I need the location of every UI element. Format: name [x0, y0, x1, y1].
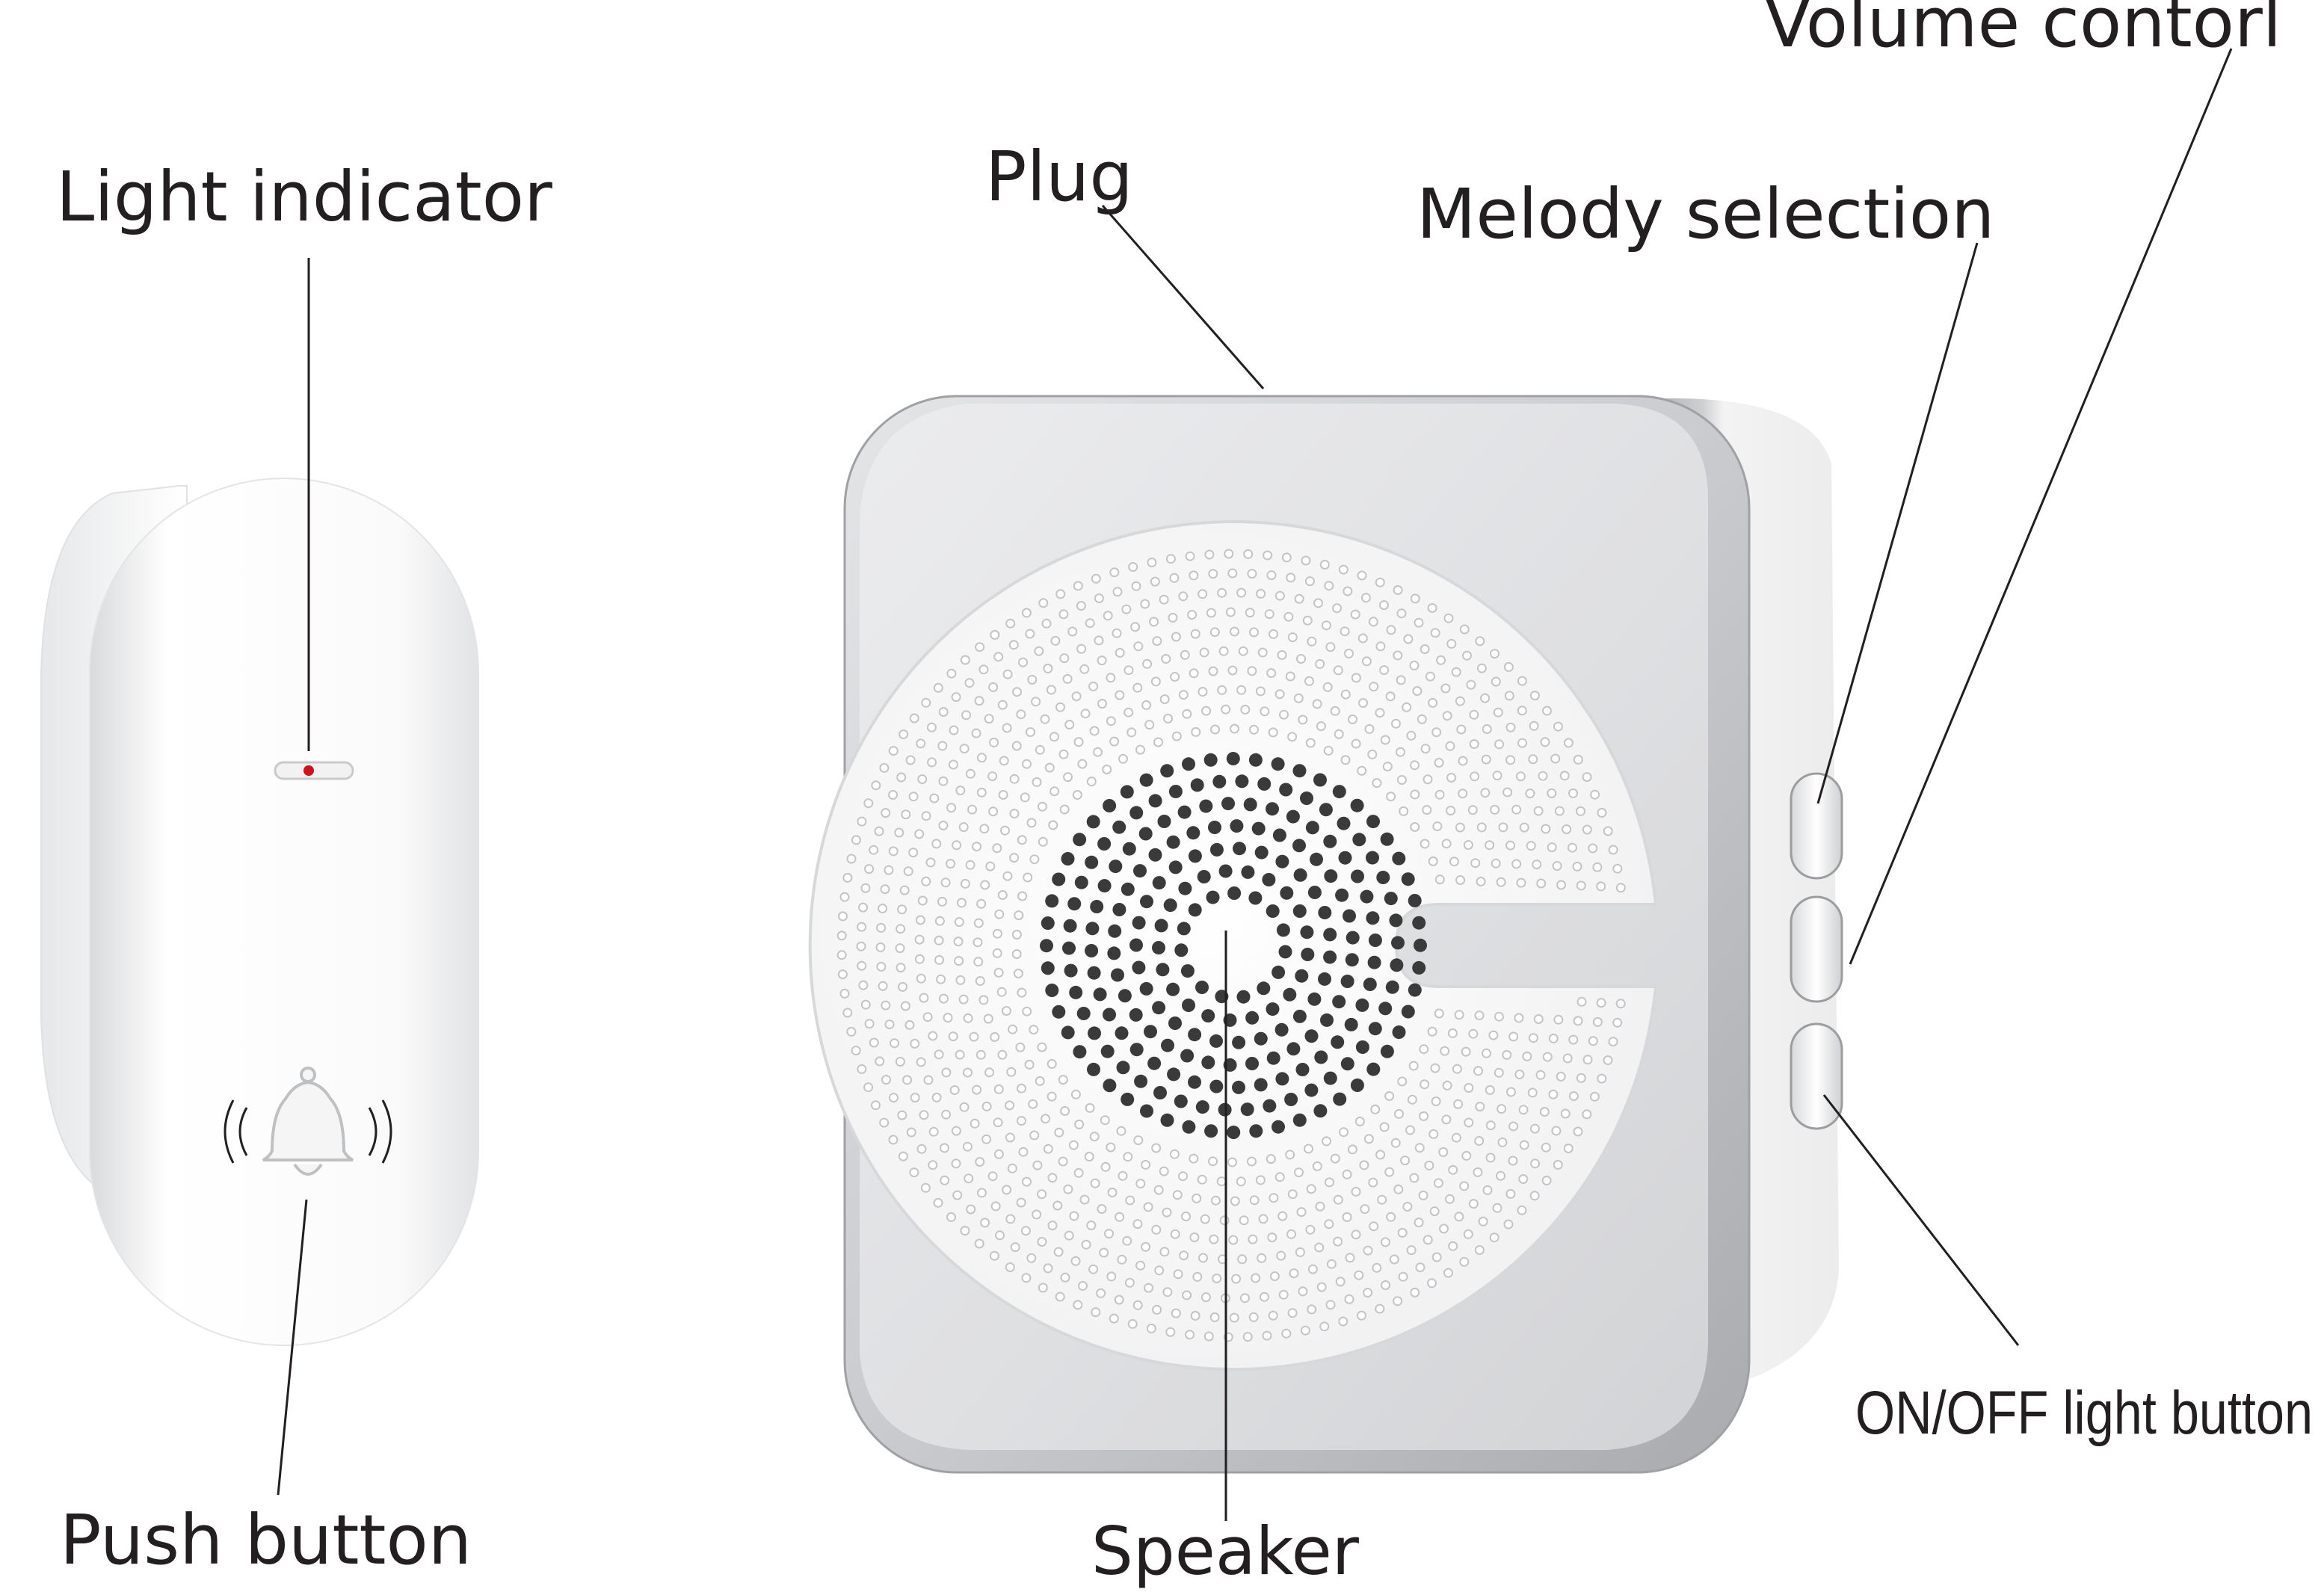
side-button-group — [1790, 772, 1843, 1130]
bell-icon — [224, 1067, 392, 1176]
label-light-indicator: Light indicator — [56, 157, 552, 237]
transmitter-body — [89, 478, 479, 1346]
on-off-light-button[interactable] — [1790, 1022, 1843, 1130]
leader-melody-selection — [1816, 242, 1979, 804]
speaker-grill — [808, 520, 1658, 1371]
callout-labels: Light indicator Push button Plug Melody … — [56, 0, 2313, 1590]
volume-control-button[interactable] — [1790, 895, 1843, 1003]
label-plug: Plug — [985, 137, 1133, 217]
receiver-unit — [808, 395, 1843, 1474]
leader-plug — [1101, 205, 1265, 389]
label-speaker: Speaker — [1091, 1513, 1360, 1590]
label-push-button: Push button — [60, 1500, 472, 1580]
speaker-grill-holes — [836, 549, 1626, 1342]
push-button-transmitter — [40, 478, 479, 1346]
leader-on-off-light-button — [1822, 1094, 2020, 1346]
leader-volume-control — [1849, 48, 2233, 965]
leader-push-button — [277, 1199, 308, 1496]
label-volume-control: Volume contorl — [1764, 0, 2281, 63]
leader-lines — [277, 48, 2233, 1521]
label-on-off-light-button: ON/OFF light button — [1855, 1379, 2313, 1447]
light-indicator-led — [303, 765, 314, 776]
melody-selection-button[interactable] — [1790, 772, 1843, 880]
label-melody-selection: Melody selection — [1417, 174, 1994, 254]
